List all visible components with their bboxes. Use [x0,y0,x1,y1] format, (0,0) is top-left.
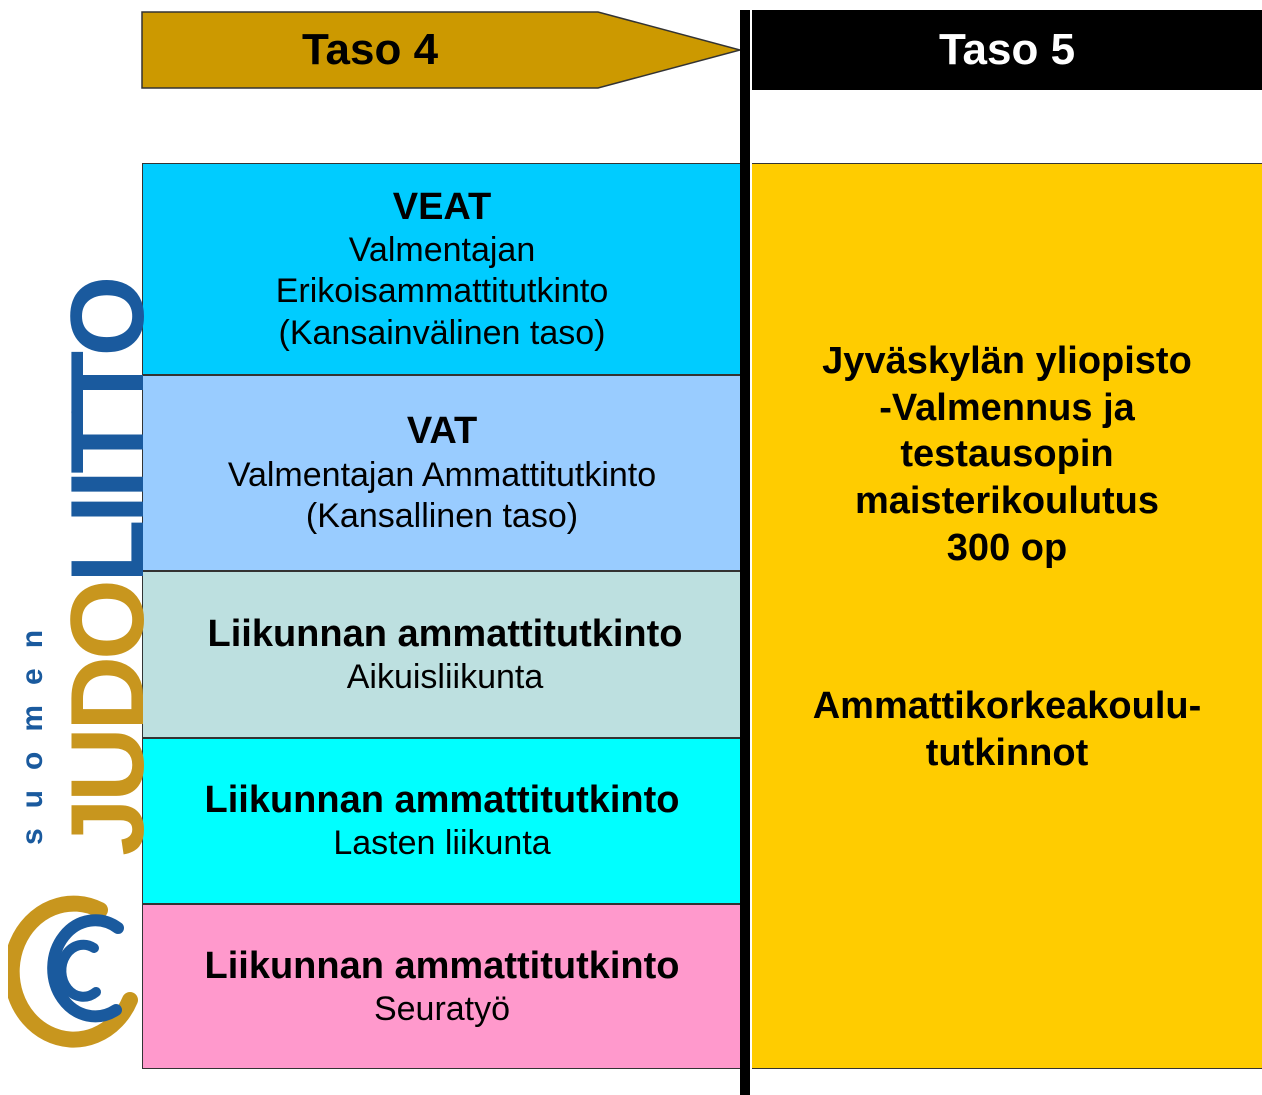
level-line: Valmentajan Ammattitutkinto [227,455,657,494]
level-divider [740,10,750,1095]
logo-ring-icon [8,895,138,1048]
level-title: VEAT [392,185,492,228]
right-line: -Valmennus ja [879,386,1135,429]
level-title: Liikunnan ammattitutkinto [204,779,680,822]
level-box-lasten-liikunta: Liikunnan ammattitutkinto Lasten liikunt… [142,738,742,904]
level-line: Erikoisammattitutkinto [275,272,609,311]
level-line: Seuratyö [373,989,511,1028]
right-line: testausopin [900,433,1114,476]
taso4-label: Taso 4 [301,25,439,74]
logo-judo: JUDO [50,583,166,856]
level-title: Liikunnan ammattitutkinto [204,944,680,987]
right-panel [752,163,1262,1069]
right-line: maisterikoulutus [854,480,1160,523]
logo-wordmark: JUDOLIITTO [50,280,166,856]
right-line: Ammattikorkeakoulu- [812,685,1202,727]
logo-liitto: LIITTO [50,279,166,584]
taso4-arrow [141,11,743,89]
right-panel-block2: Ammattikorkeakoulu- tutkinnot [752,683,1262,776]
right-line: Jyväskylän yliopisto [822,340,1192,382]
level-box-aikuisliikunta: Liikunnan ammattitutkinto Aikuisliikunta [142,571,748,738]
level-line: Aikuisliikunta [346,657,544,696]
right-panel-block1: Jyväskylän yliopisto -Valmennus ja testa… [752,338,1262,572]
right-line: 300 op [946,526,1068,569]
level-line: Valmentajan [348,230,536,269]
level-line: (Kansallinen taso) [305,497,579,536]
taso5-header: Taso 5 [752,10,1262,90]
level-box-seuratyo: Liikunnan ammattitutkinto Seuratyö [142,904,742,1069]
level-line: Lasten liikunta [333,824,551,863]
level-title: Liikunnan ammattitutkinto [207,612,683,655]
level-title: VAT [406,410,478,453]
level-line: (Kansainvälinen taso) [278,313,606,352]
level-box-veat: VEAT Valmentajan Erikoisammattitutkinto … [142,163,742,375]
right-line: tutkinnot [925,731,1089,774]
level-box-vat: VAT Valmentajan Ammattitutkinto (Kansall… [142,375,742,571]
logo-suomen-text: suomen [16,609,49,845]
